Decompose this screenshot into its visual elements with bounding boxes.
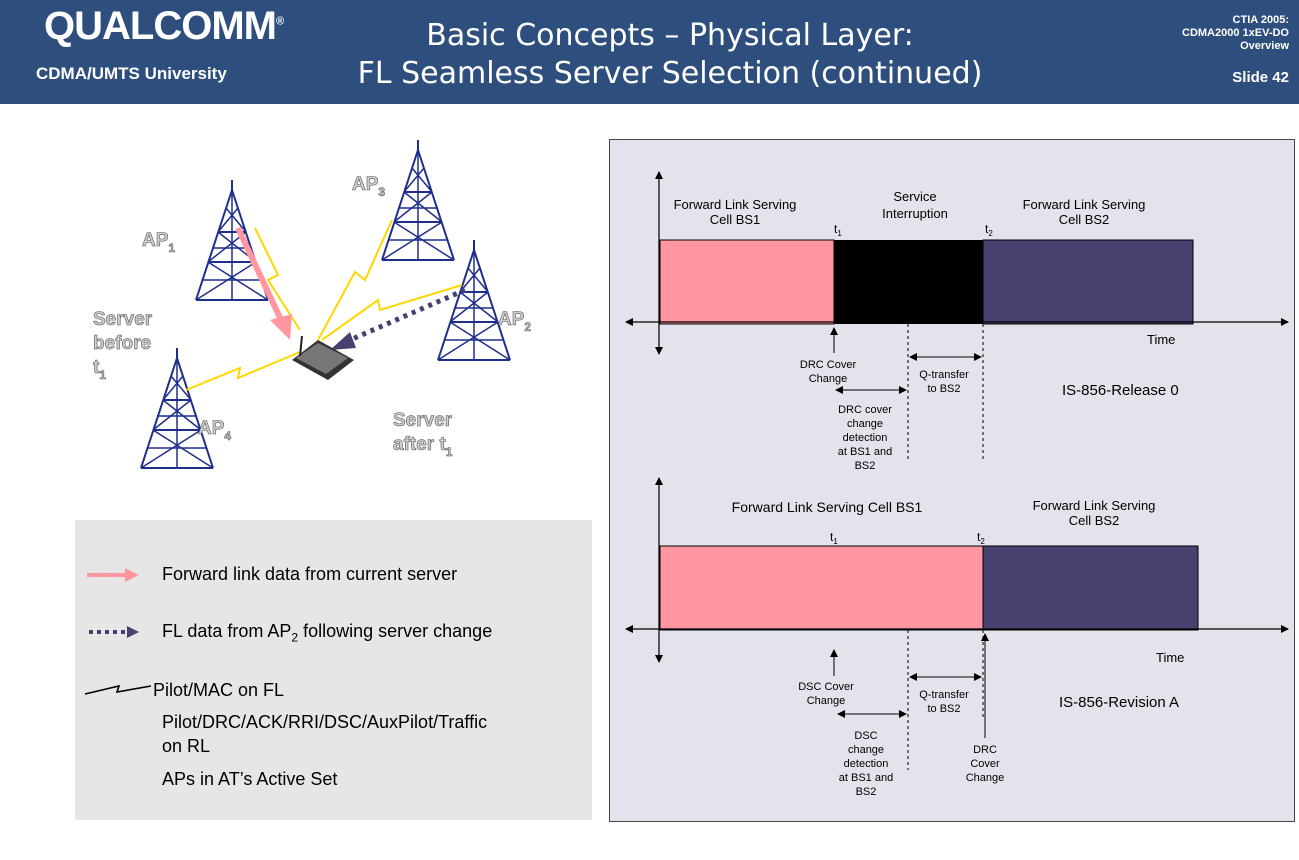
t1-time-label: Time — [1147, 332, 1175, 347]
t2-segment-bs2 — [982, 545, 1199, 631]
logo-mark: ® — [275, 15, 284, 28]
slide-header: QUALCOMM® CDMA/UMTS University Basic Con… — [0, 0, 1299, 104]
t2-t2-label: t2 — [977, 530, 985, 546]
legend-pink-arrowhead-icon — [125, 568, 139, 582]
t2-t1-label: t1 — [830, 530, 838, 546]
course-sub-label: Overview — [1240, 40, 1289, 52]
legend-symbols — [84, 568, 152, 695]
qualcomm-logo: QUALCOMM® — [44, 4, 284, 49]
access-terminal-icon — [292, 335, 354, 380]
legend-item-rl-line2: on RL — [162, 736, 211, 756]
forward-link-arrowhead — [270, 314, 292, 340]
t1-segment-bs1 — [659, 239, 835, 325]
pilot-line-ap2 — [321, 284, 463, 341]
legend-item-active-set: APs in AT’s Active Set — [162, 769, 338, 789]
pilot-line-ap1 — [254, 227, 301, 331]
pilot-line-ap3 — [317, 219, 393, 341]
t1-release-label: IS-856-Release 0 — [1062, 382, 1179, 399]
t1-segment-bs2 — [982, 239, 1194, 325]
legend-item-rl-line1: Pilot/DRC/ACK/RRI/DSC/AuxPilot/Traffic — [162, 712, 488, 732]
legend-item-forward-link: Forward link data from current server — [162, 564, 458, 584]
t2-release-label: IS-856-Revision A — [1059, 694, 1179, 711]
t1-segment-interruption — [834, 240, 983, 324]
legend-item-fl-data-sub: 2 — [291, 630, 299, 645]
slide-number: Slide 42 — [1232, 69, 1289, 86]
ap2-label: AP2 — [498, 309, 531, 334]
t2-segment-bs1 — [659, 545, 984, 631]
legend-panel: Forward link data from current server FL… — [75, 520, 592, 820]
ap4-label: AP4 — [198, 418, 231, 443]
fl-data-dotted-line — [349, 287, 466, 343]
logo-text: QUALCOMM — [44, 4, 277, 48]
legend-dotted-arrowhead-icon — [127, 626, 139, 638]
pilot-line-ap4 — [185, 351, 301, 391]
legend-item-fl-data-suffix: following server change — [298, 621, 493, 641]
university-label: CDMA/UMTS University — [36, 64, 227, 83]
network-diagram: AP1 AP3 AP2 AP4 Server before t1 Server … — [93, 139, 532, 469]
forward-link-arrow — [235, 226, 285, 324]
ap3-label: AP3 — [352, 174, 385, 199]
slide-title-line1: Basic Concepts – Physical Layer: — [426, 18, 914, 53]
server-after-label: Server after t1 — [393, 410, 457, 459]
slide-title-line2: FL Seamless Server Selection (continued) — [357, 56, 983, 91]
legend-item-fl-data: FL data from AP2 following server change — [162, 621, 492, 645]
t1-t2-label: t2 — [985, 222, 993, 238]
legend-item-pilot-mac: Pilot/MAC on FL — [153, 680, 285, 700]
event-label: CTIA 2005: — [1232, 14, 1289, 26]
legend-item-fl-data-prefix: FL data from AP — [162, 621, 292, 641]
t2-seg1-label: Forward Link Serving Cell BS1 — [732, 499, 923, 515]
course-label: CDMA2000 1xEV-DO — [1182, 27, 1289, 39]
fl-data-dotted-arrowhead — [330, 332, 356, 350]
t1-t1-label: t1 — [834, 222, 842, 238]
legend-pilot-icon — [84, 684, 152, 695]
t2-time-label: Time — [1156, 650, 1184, 665]
ap1-label: AP1 — [142, 230, 175, 255]
server-before-label: Server before t1 — [93, 309, 157, 382]
